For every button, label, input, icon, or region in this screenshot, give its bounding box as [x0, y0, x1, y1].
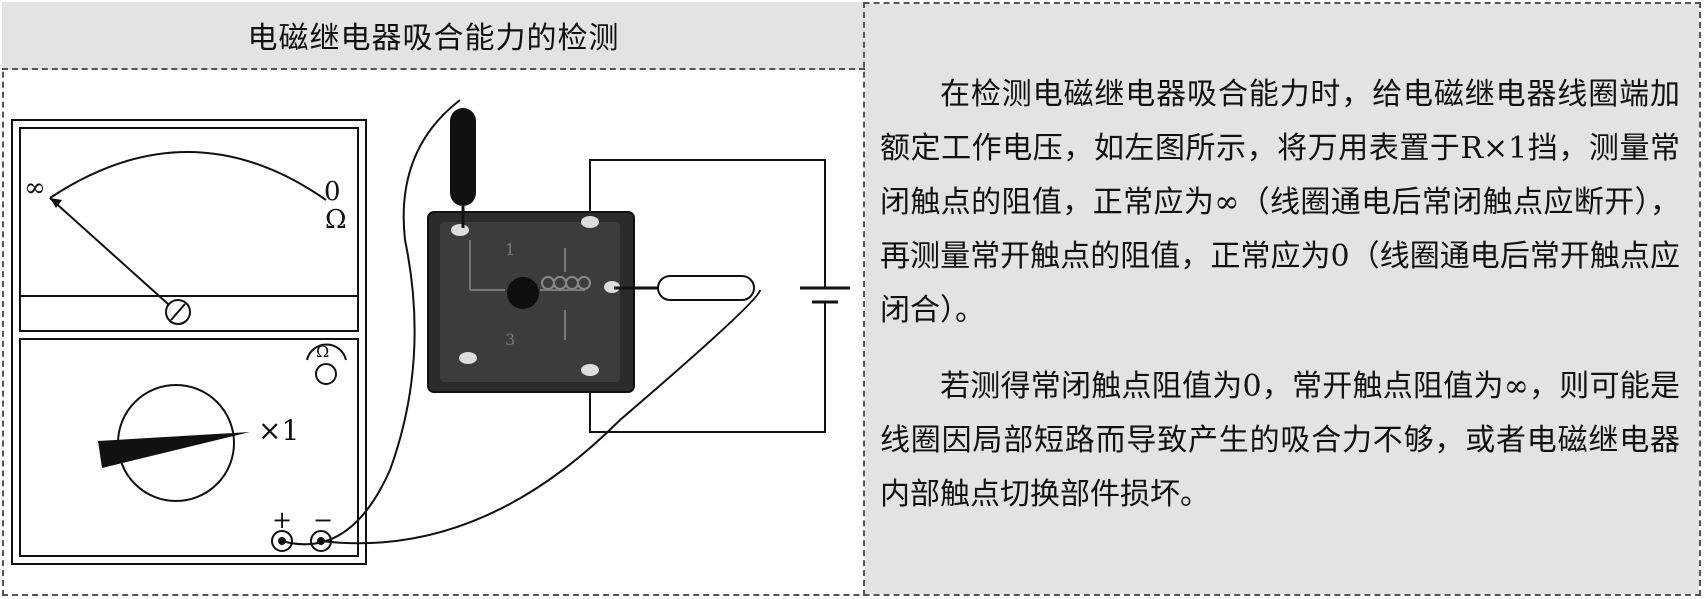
relay-mark-3: 3 [505, 330, 515, 349]
black-probe-wire [281, 99, 461, 546]
text-panel [865, 4, 1699, 594]
red-probe [657, 275, 755, 301]
meter-display-window [19, 127, 359, 332]
relay-mark-1: 1 [505, 240, 515, 259]
panel-divider [863, 2, 865, 596]
diagram-title: 电磁继电器吸合能力的检测 [2, 2, 865, 70]
relay: 1 3 [427, 211, 635, 393]
ohm-adjust-icon[interactable]: Ω [306, 342, 347, 385]
plus-terminal-label: + [272, 506, 292, 534]
range-label: ×1 [258, 414, 299, 447]
paragraph-1: 在检测电磁继电器吸合能力时，给电磁继电器线圈端加额定工作电压，如左图所示，将万用… [880, 77, 1680, 328]
paragraph-2: 若测得常闭触点阻值为0，常开触点阻值为∞，则可能是线圈因局部短路而导致产生的吸合… [880, 369, 1680, 512]
relay-pin-coil [604, 281, 620, 293]
svg-text:Ω: Ω [316, 342, 329, 361]
meter-needle-tip [50, 198, 62, 208]
meter-scale-right-label: 0 [324, 177, 341, 207]
relay-pin-bottom-left [459, 352, 477, 364]
range-selector-pointer [98, 432, 250, 468]
meter-scale-left-label: ∞ [24, 173, 46, 203]
circuit-diagram: ∞ 0 Ω Ω ×1 + − [11, 99, 850, 565]
relay-pin-bottom-right [581, 364, 599, 376]
red-probe-wire [320, 289, 761, 545]
test-leads [281, 99, 761, 546]
black-probe [450, 108, 476, 206]
relay-center-hole [507, 277, 539, 309]
meter-unit-label: Ω [325, 205, 347, 235]
minus-terminal-label: − [313, 506, 333, 534]
relay-pin-top-left [451, 224, 469, 236]
battery-circuit [589, 159, 850, 433]
coil-icon [541, 276, 591, 290]
meter-needle [49, 197, 178, 313]
relay-pin-top-right [581, 216, 599, 228]
meter-scale-arc [49, 151, 327, 201]
multimeter: ∞ 0 Ω Ω ×1 + − [11, 119, 367, 565]
